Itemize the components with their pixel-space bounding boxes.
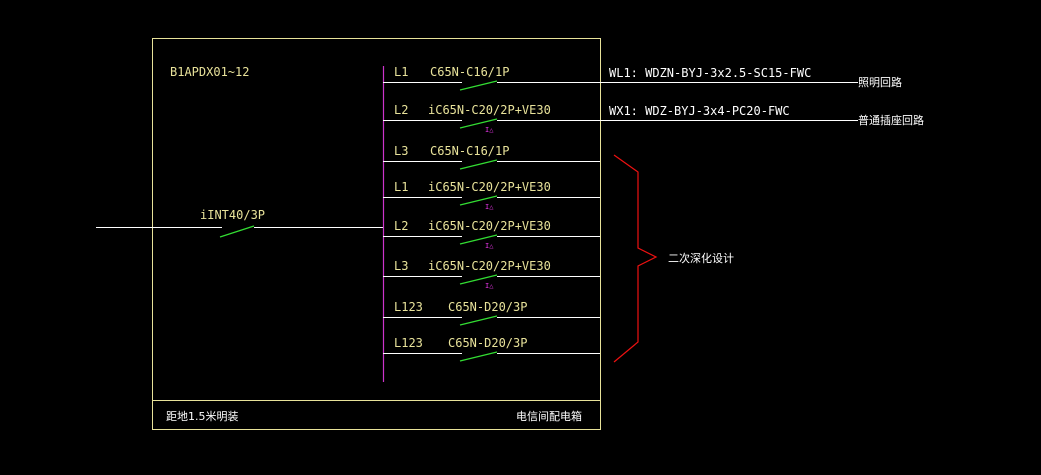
breaker-contact	[459, 351, 498, 362]
breaker-label: C65N-D20/3P	[448, 300, 527, 314]
breaker-contact	[459, 195, 498, 206]
breaker-label: iC65N-C20/2P+VE30	[428, 259, 551, 273]
phase-label: L1	[394, 65, 408, 79]
panel-border	[152, 38, 601, 430]
breaker-contact	[459, 80, 498, 91]
phase-label: L3	[394, 144, 408, 158]
load-name: 普通插座回路	[858, 113, 924, 127]
breaker-contact	[459, 274, 498, 285]
rcd-mark: I△	[485, 203, 494, 211]
circuit-row: L3 C65N-C16/1P	[383, 144, 600, 170]
incoming-feeder: iINT40/3P	[96, 208, 383, 238]
breaker-contact	[459, 159, 498, 170]
breaker-label: iC65N-C20/2P+VE30	[428, 103, 551, 117]
breaker-contact	[459, 234, 498, 245]
rcd-mark: I△	[485, 242, 494, 250]
incoming-breaker-label: iINT40/3P	[200, 208, 265, 222]
breaker-contact	[459, 118, 498, 129]
breaker-label: iC65N-C20/2P+VE30	[428, 180, 551, 194]
phase-label: L1	[394, 180, 408, 194]
room-label: 电信间配电箱	[516, 409, 582, 423]
panel-name: B1APDX01~12	[170, 65, 249, 79]
circuit-row: L123 C65N-D20/3P	[383, 336, 600, 362]
brace-mark	[613, 154, 658, 363]
brace-note: 二次深化设计	[668, 251, 734, 265]
cable-spec: WL1: WDZN-BYJ-3x2.5-SC15-FWC	[609, 66, 811, 80]
cable-spec: WX1: WDZ-BYJ-3x4-PC20-FWC	[609, 104, 790, 118]
breaker-label: iC65N-C20/2P+VE30	[428, 219, 551, 233]
load-name: 照明回路	[858, 76, 902, 89]
breaker-label: C65N-C16/1P	[430, 65, 509, 79]
rcd-mark: I△	[485, 282, 494, 290]
phase-label: L123	[394, 300, 423, 314]
breaker-contact	[459, 315, 498, 326]
incoming-breaker-contact	[219, 225, 255, 238]
rcd-mark: I△	[485, 126, 494, 134]
phase-label: L3	[394, 259, 408, 273]
breaker-label: C65N-C16/1P	[430, 144, 509, 158]
circuit-row: L1 C65N-C16/1P WL1: WDZN-BYJ-3x2.5-SC15-FW…	[383, 65, 902, 91]
phase-label: L2	[394, 103, 408, 117]
panel-frame	[152, 38, 601, 430]
phase-label: L123	[394, 336, 423, 350]
circuit-row: L123 C65N-D20/3P	[383, 300, 600, 326]
install-note: 距地1.5米明装	[166, 410, 239, 423]
breaker-label: C65N-D20/3P	[448, 336, 527, 350]
phase-label: L2	[394, 219, 408, 233]
